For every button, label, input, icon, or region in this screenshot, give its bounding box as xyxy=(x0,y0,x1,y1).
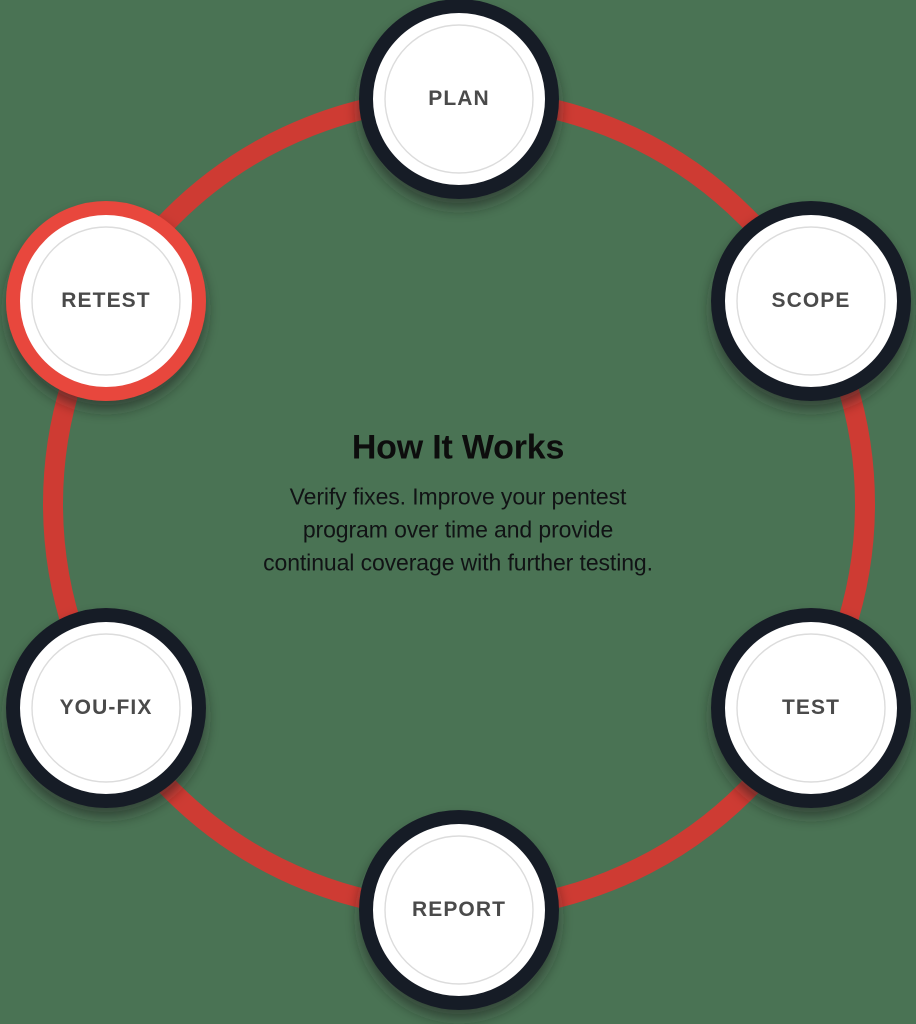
node-ring xyxy=(6,608,206,808)
node-ring xyxy=(359,810,559,1010)
cycle-node-test[interactable] xyxy=(711,608,911,808)
node-inner-outline xyxy=(736,226,886,376)
node-disc xyxy=(718,208,904,394)
node-ring xyxy=(711,201,911,401)
node-ring-active xyxy=(6,201,206,401)
node-inner-outline xyxy=(736,633,886,783)
node-inner-outline xyxy=(31,633,181,783)
cycle-node-retest[interactable] xyxy=(6,201,206,401)
node-disc xyxy=(366,817,552,1003)
node-disc xyxy=(366,6,552,192)
cycle-node-you-fix[interactable] xyxy=(6,608,206,808)
node-ring xyxy=(711,608,911,808)
node-disc xyxy=(13,615,199,801)
node-inner-outline xyxy=(384,24,534,174)
cycle-node-scope[interactable] xyxy=(711,201,911,401)
cycle-node-report[interactable] xyxy=(359,810,559,1010)
node-inner-outline xyxy=(31,226,181,376)
node-inner-outline xyxy=(384,835,534,985)
cycle-ring-arc xyxy=(43,88,875,920)
node-ring xyxy=(359,0,559,199)
node-disc xyxy=(718,615,904,801)
node-layer xyxy=(6,0,911,1010)
node-disc xyxy=(13,208,199,394)
cycle-node-plan[interactable] xyxy=(359,0,559,199)
